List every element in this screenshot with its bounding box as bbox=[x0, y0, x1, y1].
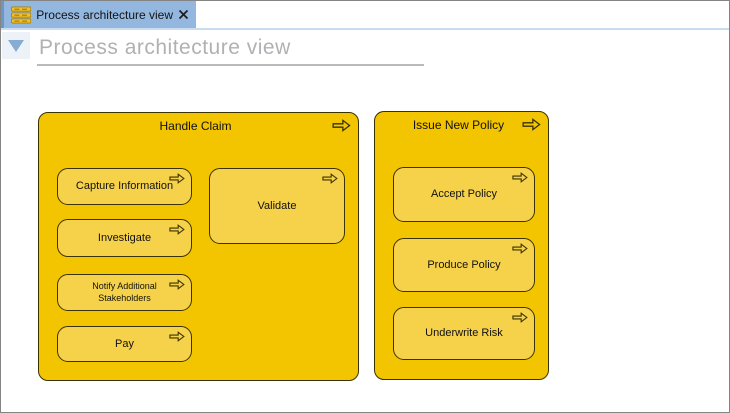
process-label: Produce Policy bbox=[427, 258, 501, 271]
view-title[interactable]: Process architecture view bbox=[39, 36, 291, 59]
process-underwrite-risk[interactable]: Underwrite Risk bbox=[393, 307, 535, 360]
process-arrow-icon bbox=[169, 331, 185, 342]
process-label: Accept Policy bbox=[430, 188, 498, 201]
process-produce-policy[interactable]: Produce Policy bbox=[393, 238, 535, 292]
process-capture-information[interactable]: Capture Information bbox=[57, 168, 192, 205]
tab-label: Process architecture view bbox=[36, 7, 173, 22]
container-label: Issue New Policy bbox=[412, 118, 505, 132]
process-group-handle-claim[interactable]: Handle Claim Capture Information Investi… bbox=[38, 112, 359, 381]
process-arrow-icon bbox=[332, 119, 351, 132]
view-title-underline bbox=[37, 64, 424, 66]
triangle-down-icon bbox=[8, 39, 24, 52]
tab-strip-bottom-border bbox=[1, 28, 729, 30]
process-arrow-icon bbox=[169, 224, 185, 235]
process-label: Notify Additional Stakeholders bbox=[92, 280, 157, 303]
process-arrow-icon bbox=[512, 172, 528, 183]
process-label: Validate bbox=[257, 199, 297, 212]
process-pay[interactable]: Pay bbox=[57, 326, 192, 362]
view-diagram-icon bbox=[11, 6, 32, 23]
container-label: Handle Claim bbox=[159, 119, 232, 133]
view-marker-box[interactable] bbox=[2, 32, 30, 59]
process-arrow-icon bbox=[322, 173, 338, 184]
process-label: Underwrite Risk bbox=[425, 327, 503, 340]
process-investigate[interactable]: Investigate bbox=[57, 219, 192, 257]
process-arrow-icon bbox=[169, 279, 185, 290]
process-label: Capture Information bbox=[75, 180, 174, 193]
process-arrow-icon bbox=[169, 173, 185, 184]
process-label: Investigate bbox=[97, 231, 152, 244]
process-arrow-icon bbox=[512, 243, 528, 254]
tab-process-architecture-view[interactable]: Process architecture view bbox=[4, 1, 196, 28]
process-arrow-icon bbox=[522, 118, 541, 131]
process-label: Pay bbox=[115, 337, 134, 350]
process-arrow-icon bbox=[512, 312, 528, 323]
process-notify-additional-stakeholders[interactable]: Notify Additional Stakeholders bbox=[57, 274, 192, 311]
process-accept-policy[interactable]: Accept Policy bbox=[393, 167, 535, 222]
process-validate[interactable]: Validate bbox=[209, 168, 345, 244]
close-icon[interactable] bbox=[178, 9, 189, 21]
process-group-issue-new-policy[interactable]: Issue New Policy Accept Policy Produce P… bbox=[374, 111, 549, 380]
tab-strip-accent bbox=[1, 1, 4, 28]
editor-tab-strip: Process architecture view bbox=[1, 1, 729, 31]
